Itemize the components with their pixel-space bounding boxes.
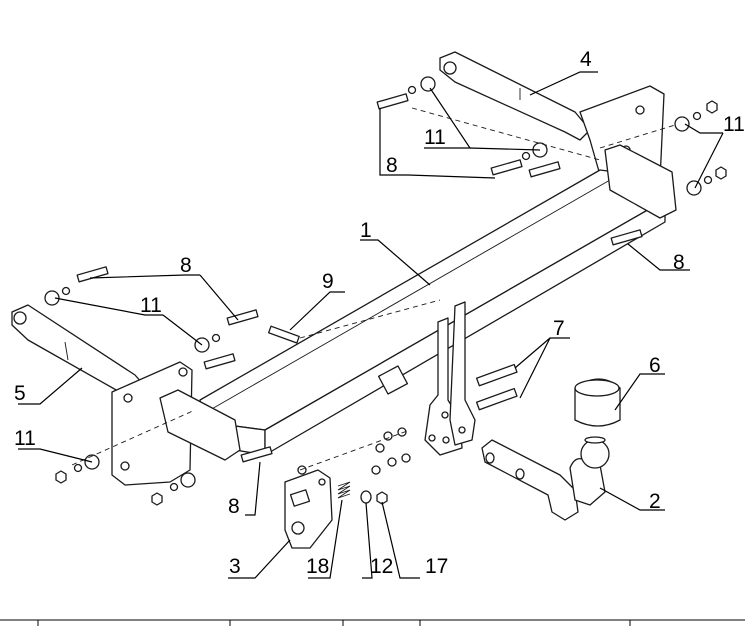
assembly-lines	[71, 107, 676, 471]
leader-lines	[18, 71, 724, 579]
callout-labels: 4 1 11 8 11 8 8 11 9 5 11 7 6 2 8 3 18 1…	[14, 48, 745, 578]
callout-3: 3	[229, 555, 241, 578]
tow-ball-part-2	[481, 436, 610, 521]
callout-8-upper: 8	[386, 154, 398, 177]
callout-18: 18	[306, 555, 329, 578]
callout-8-left-upper: 8	[180, 254, 192, 277]
callout-9: 9	[322, 270, 334, 293]
callout-12: 12	[370, 555, 393, 578]
callout-5: 5	[14, 382, 26, 405]
callout-11-right: 11	[723, 113, 745, 136]
callout-2: 2	[649, 490, 661, 513]
callout-17: 17	[425, 555, 448, 578]
left-bracket-part-5	[11, 304, 193, 486]
hardware-stack	[337, 481, 388, 505]
socket-plate-part-3	[284, 469, 333, 549]
fasteners	[44, 76, 727, 506]
callout-11-upper: 11	[424, 126, 446, 149]
parts-table-header	[0, 619, 745, 626]
callout-11-left-upper: 11	[140, 294, 162, 317]
callout-6: 6	[649, 354, 661, 377]
callout-11-left-lower: 11	[14, 427, 36, 450]
callout-4: 4	[580, 48, 592, 71]
ball-mount-plate	[424, 301, 476, 456]
callout-8-lower: 8	[228, 495, 240, 518]
callout-7: 7	[553, 317, 565, 340]
ball-cap-part-6	[574, 378, 621, 427]
callout-1: 1	[360, 219, 372, 242]
callout-8-right: 8	[673, 251, 685, 274]
